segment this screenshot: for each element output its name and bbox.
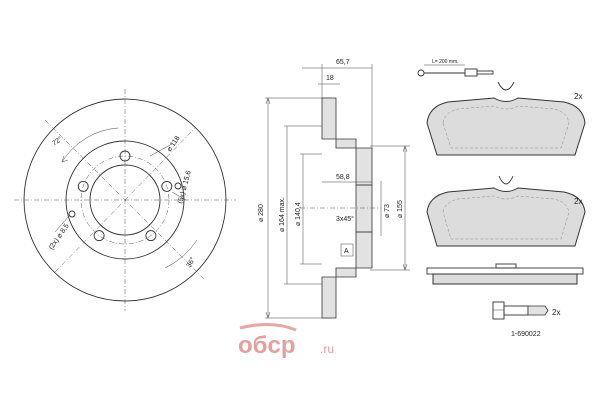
label-depth-58-8: 58,8 — [336, 174, 350, 181]
stud-hole — [119, 150, 131, 162]
stud-hole — [77, 180, 89, 192]
pad-clip-top — [497, 81, 515, 91]
pad-side-backplate — [426, 267, 584, 275]
disc-section-outline — [321, 97, 373, 319]
watermark-brand: oбcp — [238, 332, 296, 359]
stud-hole — [93, 230, 105, 242]
label-dia-280: ⌀ 280 — [258, 204, 265, 222]
disc-front-view: 72° ⌀ 118 (5x) ⌀ 15,6 (2x) ⌀ 8,5 36° — [14, 89, 236, 311]
bolt-part-number: 1-690022 — [511, 331, 541, 338]
watermark-swoosh — [239, 323, 297, 332]
center-line-diag-2 — [54, 127, 196, 273]
pad-top — [426, 97, 586, 156]
stud-hole — [145, 230, 157, 242]
bolt: 2x 1-690022 — [492, 301, 560, 338]
label-chamfer: 3x45° — [336, 215, 354, 223]
wear-sensor: L= 200 mm. — [417, 59, 494, 77]
pad-middle — [426, 187, 586, 247]
bolt-head — [492, 301, 505, 320]
leader-8-5 — [54, 215, 70, 233]
label-dia-164: ⌀ 164 max. — [279, 197, 286, 232]
locating-hole — [68, 210, 76, 218]
label-dia-118: ⌀ 118 — [166, 135, 182, 153]
pad-side-friction — [432, 273, 578, 285]
watermark-suffix: .ru — [320, 342, 334, 356]
label-dia-140-4: ⌀ 140,4 — [295, 202, 302, 226]
label-thick-18: 18 — [326, 75, 334, 82]
sensor-length-label: L= 200 mm. — [432, 59, 459, 65]
stud-hole — [161, 180, 173, 192]
leader-118 — [149, 143, 173, 157]
label-width-65-7: 65,7 — [336, 59, 350, 66]
label-holes-5x: (5x) ⌀ 15,6 — [177, 170, 193, 205]
leader-15-6 — [171, 191, 187, 201]
pad-clip-middle — [498, 175, 514, 185]
angle-arrow — [61, 155, 69, 163]
bolt-qty: 2x — [552, 308, 560, 317]
pad-side-clip — [495, 263, 517, 269]
bolt-thread — [527, 305, 549, 316]
label-marker-a: A — [344, 248, 349, 255]
bolt-shank — [503, 305, 529, 316]
marker-box — [340, 243, 354, 257]
label-dia-155: ⌀ 155 — [397, 200, 404, 218]
brake-pads: L= 200 mm. 2x 2x — [417, 59, 586, 285]
label-dia-73: ⌀ 73 — [384, 204, 391, 218]
locating-hole — [174, 182, 182, 190]
disc-hub-circle — [89, 164, 161, 236]
pad-qty-bottom: 2x — [574, 197, 582, 206]
angle-arc-72 — [61, 127, 119, 163]
label-angle-36: 36° — [185, 256, 197, 269]
angle-arc-36 — [164, 239, 198, 269]
disc-section-view: 65,7 18 ⌀ 280 ⌀ 164 max. ⌀ 140,4 58,8 ⌀ … — [258, 59, 410, 319]
watermark-logo: oбcp .ru — [232, 322, 352, 362]
pad-qty-top: 2x — [574, 92, 582, 101]
